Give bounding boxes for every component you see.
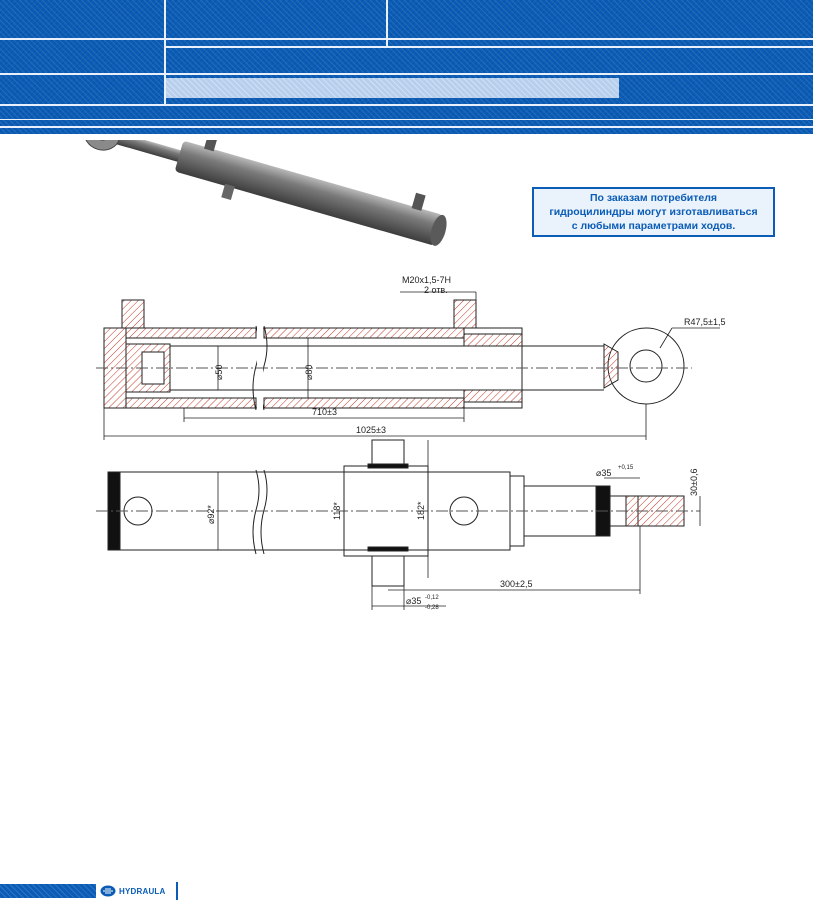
brand-name: HYDRAULA <box>119 886 166 896</box>
radius-label: R47,5±1,5 <box>684 317 725 327</box>
notice-line: По заказам потребителя <box>589 192 718 204</box>
header-title-bar <box>166 78 619 98</box>
eye-width-label: 30±0,6 <box>689 469 699 496</box>
trunnion-outer-label: 182* <box>416 501 426 520</box>
footer-divider <box>176 882 178 900</box>
cylinder-render <box>83 140 447 246</box>
dimension-lines <box>103 291 720 440</box>
thread-label: M20x1,5-7H <box>402 275 451 285</box>
body-dia-label: ⌀92* <box>206 505 216 524</box>
header-rule <box>0 73 813 75</box>
section-view <box>96 299 692 411</box>
bore-dia-label: ⌀80 <box>304 365 314 380</box>
header-rule <box>0 119 813 120</box>
footer-bar <box>0 884 96 898</box>
pin-tol-upper: -0,12 <box>425 595 439 601</box>
notice-line: с любыми параметрами ходов. <box>571 220 736 232</box>
header-rule <box>0 38 813 40</box>
trunnion-pos-label: 300±2,5 <box>500 579 532 589</box>
custom-stroke-notice: По заказам потребителя гидроцилиндры мог… <box>532 187 775 237</box>
header-divider <box>164 0 166 104</box>
pin-dia-label: ⌀35 <box>406 596 421 606</box>
header-rule <box>0 104 813 106</box>
header-divider <box>386 0 388 46</box>
pin-tol-lower: -0,28 <box>425 605 439 611</box>
header-rule <box>0 126 813 128</box>
rod-dia-label: ⌀50 <box>214 365 224 380</box>
stroke-dim-label: 710±3 <box>312 407 337 417</box>
notice-line: гидроцилиндры могут изготавливаться <box>549 206 758 218</box>
eye-dia-label: ⌀35 <box>596 468 611 478</box>
length-dim-label: 1025±3 <box>356 425 386 435</box>
brand-logo: HYDRAULA <box>100 884 166 898</box>
eye-tol-label: +0,15 <box>618 465 634 471</box>
plan-view <box>96 439 700 587</box>
header-rule <box>166 46 813 48</box>
header-band <box>0 0 813 134</box>
holes-label: 2 отв. <box>424 285 448 295</box>
trunnion-inner-label: 118* <box>332 502 342 520</box>
logo-icon <box>100 885 116 897</box>
plan-dimension-lines <box>217 440 701 610</box>
